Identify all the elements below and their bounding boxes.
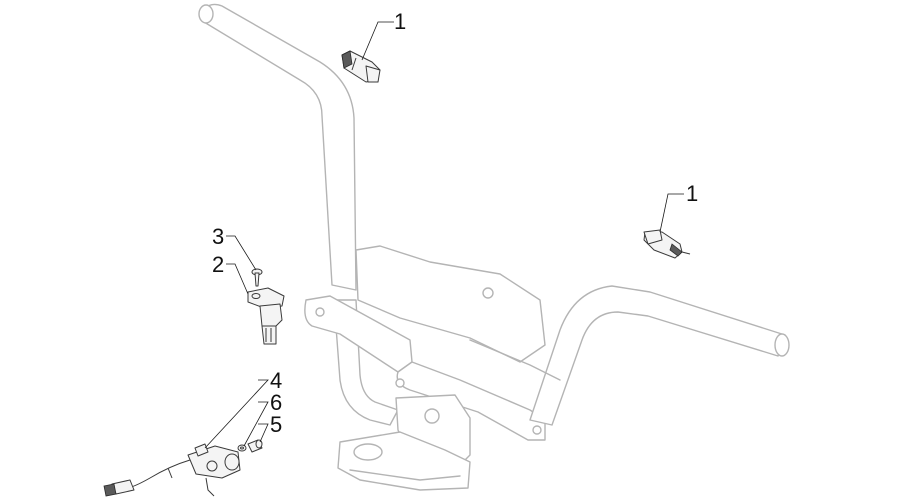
- callout-1-upper: 1: [394, 9, 406, 34]
- part-4-sensor: [103, 443, 241, 497]
- part-3-screw: [251, 268, 263, 287]
- callout-labels: 1 1 3 2 4 6 5: [212, 9, 698, 437]
- part-5-bolt: [247, 439, 263, 453]
- callout-2: 2: [212, 252, 224, 277]
- part-1-connector-upper: [341, 50, 381, 83]
- handlebar-frame: [198, 3, 790, 491]
- callout-3: 3: [212, 224, 224, 249]
- callout-1-right: 1: [686, 181, 698, 206]
- part-1-connector-right: [643, 229, 691, 259]
- leader-lines: [204, 21, 684, 449]
- callout-4: 4: [270, 368, 282, 393]
- callout-6: 6: [270, 390, 282, 415]
- part-2-switch: [247, 287, 285, 345]
- part-6-washer: [237, 444, 247, 452]
- callout-5: 5: [270, 412, 282, 437]
